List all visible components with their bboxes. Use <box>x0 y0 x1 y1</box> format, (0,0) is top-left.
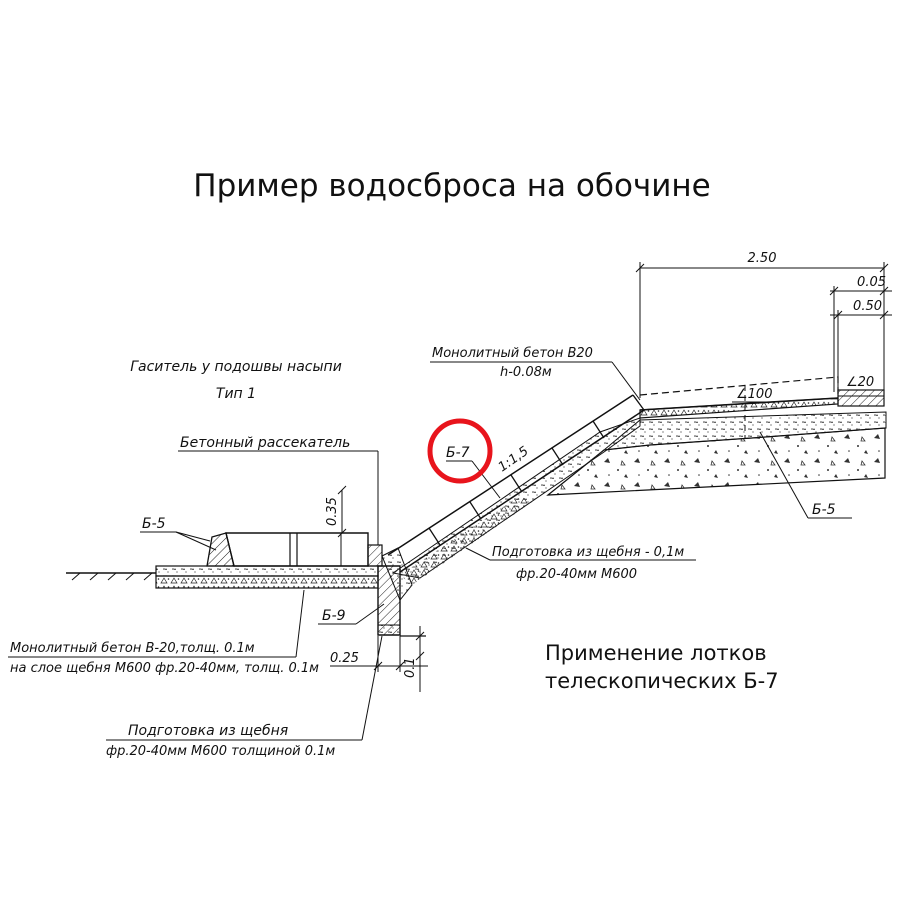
label-gasitel-line1: Гаситель у подошвы насыпи <box>130 359 342 375</box>
label-b5-left: Б-5 <box>142 516 166 532</box>
slope-trays <box>387 394 645 585</box>
label-slope: 1:1,5 <box>496 444 532 475</box>
highlight-circle <box>427 418 493 484</box>
dim-angle-100: ∠100 <box>736 387 772 402</box>
label-monolit-top-line2: h-0.08м <box>500 365 552 380</box>
embankment <box>546 376 887 496</box>
dim-height-01: 0.1 <box>403 657 418 678</box>
label-monolit-top-line1: Монолитный бетон В20 <box>432 346 593 361</box>
label-b9: Б-9 <box>322 608 346 624</box>
label-podgotovka-bottom-line2: фр.20-40мм М600 толщиной 0.1м <box>106 744 335 759</box>
drawing-title: Пример водосброса на обочине <box>193 168 710 204</box>
label-monolit-bottom-line2: на слое щебня М600 фр.20-40мм, толщ. 0.1… <box>10 661 319 676</box>
dim-height-035: 0.35 <box>325 497 340 526</box>
slope-foot <box>66 532 426 637</box>
caption-line2: телескопических Б-7 <box>545 669 779 693</box>
label-podgotovka-slope-line1: Подготовка из щебня - 0,1м <box>492 545 684 560</box>
dimension-lines <box>330 262 892 692</box>
label-rassekatel: Бетонный рассекатель <box>180 435 350 451</box>
label-b5-right: Б-5 <box>812 502 836 518</box>
dim-width-total: 2.50 <box>748 251 777 266</box>
label-podgotovka-bottom-line1: Подготовка из щебня <box>128 723 288 739</box>
dim-angle-20: ∠20 <box>846 375 874 390</box>
label-podgotovka-slope-line2: фр.20-40мм М600 <box>516 567 637 582</box>
label-monolit-bottom-line1: Монолитный бетон В-20,толщ. 0.1м <box>10 641 255 656</box>
leader-lines <box>8 361 852 741</box>
dim-top-second: 0.50 <box>853 299 882 314</box>
caption-line1: Применение лотков <box>545 641 767 665</box>
label-b7: Б-7 <box>446 445 470 461</box>
dim-top-small: 0.05 <box>857 275 886 290</box>
label-gasitel-line2: Тип 1 <box>216 386 256 402</box>
dim-width-025: 0.25 <box>330 651 359 666</box>
